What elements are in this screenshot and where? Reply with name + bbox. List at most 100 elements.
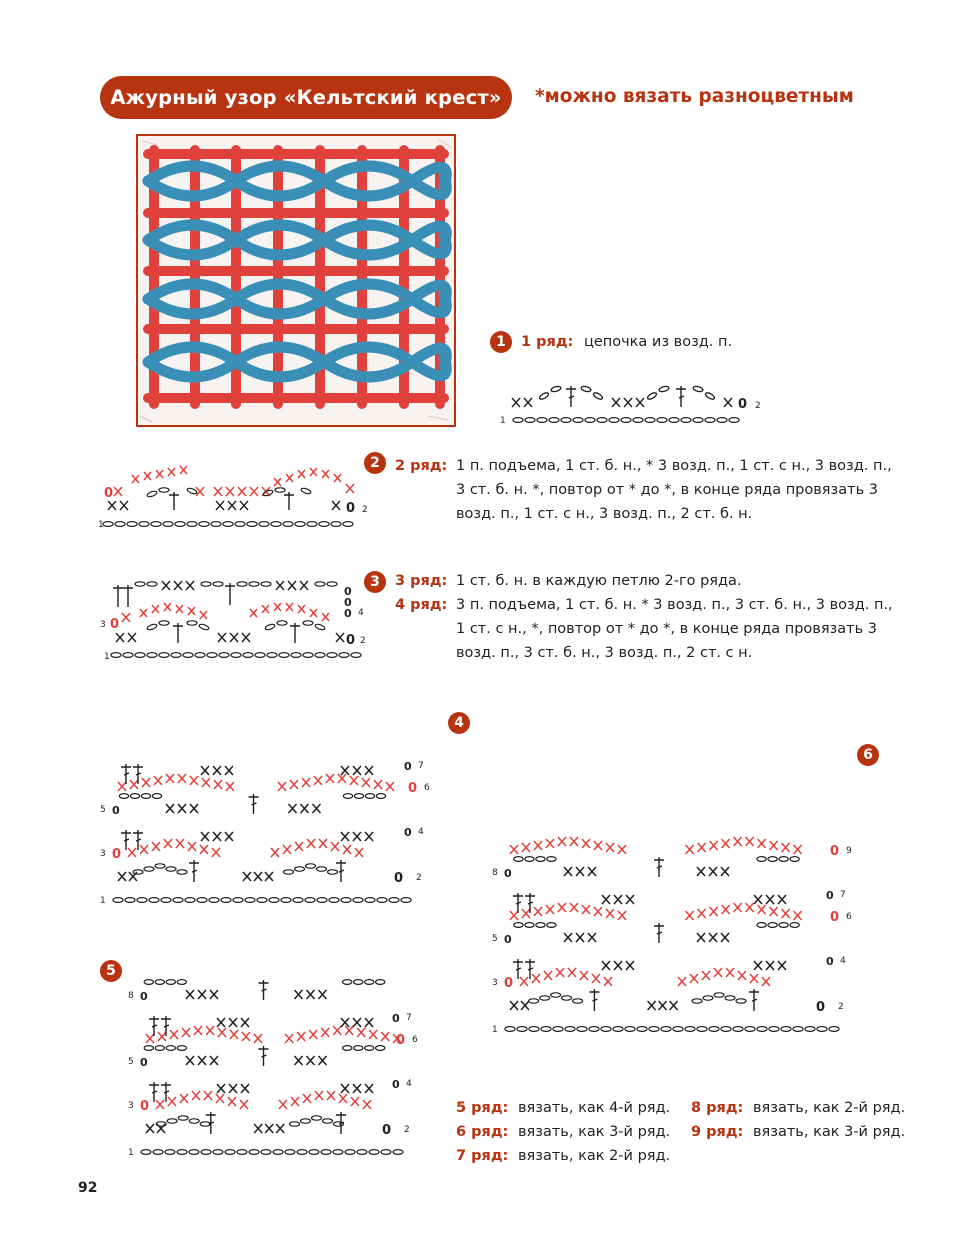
- diagram-5-badge: 5: [100, 960, 122, 982]
- row-num-3: 3: [100, 620, 106, 630]
- svg-text:5: 5: [492, 934, 498, 944]
- step-4-line: возд. п., 3 ст. б. н., 3 возд. п., 2 ст.…: [456, 645, 753, 661]
- svg-text:9: 9: [846, 846, 852, 856]
- svg-text:7: 7: [418, 761, 424, 771]
- svg-text:0: 0: [346, 501, 355, 516]
- row-num-2: 2: [755, 401, 761, 411]
- svg-text:0: 0: [392, 1078, 400, 1091]
- row-num-1: 1: [98, 520, 104, 530]
- svg-text:0: 0: [140, 1056, 148, 1069]
- svg-text:7: 7: [406, 1013, 412, 1023]
- svg-text:6: 6: [412, 1035, 418, 1045]
- diagram-4-badge: 4: [448, 712, 470, 734]
- step-2-label: 2 ряд:: [395, 458, 448, 474]
- row-num-1: 1: [104, 652, 110, 662]
- svg-text:0: 0: [830, 910, 839, 925]
- svg-text:3: 3: [128, 1101, 134, 1111]
- svg-text:0: 0: [140, 1099, 149, 1114]
- svg-text:7: 7: [840, 890, 846, 900]
- svg-text:4: 4: [840, 956, 846, 966]
- step-4-label: 4 ряд:: [395, 597, 448, 613]
- svg-text:8: 8: [492, 868, 498, 878]
- multicolor-note: *можно вязать разноцветным: [535, 86, 854, 107]
- svg-text:0: 0: [394, 871, 403, 886]
- svg-text:0: 0: [140, 990, 148, 1003]
- chain-row: [512, 416, 740, 423]
- svg-text:0: 0: [826, 889, 834, 902]
- step-4-text: 3 п. подъема, 1 ст. б. н. * 3 возд. п., …: [456, 593, 893, 665]
- notes-left: 5 ряд:вязать, как 4-й ряд. 6 ряд:вязать,…: [456, 1096, 670, 1168]
- step-2-line: возд. п., 1 ст. с н., 3 возд. п., 2 ст. …: [456, 506, 753, 522]
- diagram-rows-1-4: 0 0 0 4 3 0 0 2 1: [100, 580, 366, 662]
- svg-text:0: 0: [346, 633, 355, 648]
- step-3-text: 1 ст. б. н. в каждую петлю 2-го ряда.: [456, 573, 742, 589]
- svg-text:0: 0: [504, 933, 512, 946]
- svg-text:2: 2: [838, 1002, 844, 1012]
- step-2-line: 1 п. подъема, 1 ст. б. н., * 3 возд. п.,…: [456, 458, 892, 474]
- svg-text:0: 0: [738, 397, 747, 412]
- note-row-6: 6 ряд:вязать, как 3-й ряд.: [456, 1124, 671, 1140]
- note-row-8: 8 ряд:вязать, как 2-й ряд.: [691, 1100, 906, 1116]
- row-num-4: 4: [358, 608, 364, 618]
- svg-text:3: 3: [100, 849, 106, 859]
- step-1: 1 ряд: цепочка из возд. п.: [521, 330, 732, 354]
- step-2-line: 3 ст. б. н. *, повтор от * до *, в конце…: [456, 482, 878, 498]
- svg-text:0: 0: [382, 1123, 391, 1138]
- svg-text:0: 0: [404, 760, 412, 773]
- svg-text:0: 0: [830, 844, 839, 859]
- step-4-line: 1 ст. с н., *, повтор от * до *, в конце…: [456, 621, 877, 637]
- svg-text:0: 0: [344, 607, 352, 620]
- svg-text:0: 0: [504, 867, 512, 880]
- step-2-label-box: 2 ряд:: [395, 454, 447, 478]
- svg-text:1: 1: [128, 1148, 134, 1158]
- diagram-6-badge: 6: [857, 744, 879, 766]
- svg-text:0: 0: [112, 804, 120, 817]
- note-row-9: 9 ряд:вязать, как 3-й ряд.: [691, 1124, 906, 1140]
- note-row-5: 5 ряд:вязать, как 4-й ряд.: [456, 1100, 671, 1116]
- svg-text:1: 1: [492, 1025, 498, 1035]
- step-3-label: 3 ряд:: [395, 573, 448, 589]
- svg-text:0: 0: [396, 1033, 405, 1048]
- red-cross-row: [113, 465, 355, 497]
- note-row-7: 7 ряд:вязать, как 2-й ряд.: [456, 1148, 671, 1164]
- sample-photo-image: [138, 136, 454, 425]
- sample-photo: [136, 134, 456, 427]
- black-xxx: [107, 492, 341, 511]
- svg-text:6: 6: [424, 783, 430, 793]
- svg-text:0: 0: [344, 596, 352, 609]
- svg-text:3: 3: [492, 978, 498, 988]
- svg-text:0: 0: [344, 585, 352, 598]
- row-num-2: 2: [362, 505, 368, 515]
- svg-text:4: 4: [406, 1079, 412, 1089]
- page-number: 92: [78, 1180, 98, 1196]
- row-num-2: 2: [360, 636, 366, 646]
- step-2-text: 1 п. подъема, 1 ст. б. н., * 3 возд. п.,…: [456, 454, 892, 526]
- row-num-1: 1: [500, 416, 506, 426]
- svg-text:0: 0: [404, 826, 412, 839]
- step-1-text: цепочка из возд. п.: [583, 334, 733, 350]
- arc-mid: [146, 487, 312, 498]
- tall-stitch: [566, 386, 686, 407]
- step-1-label: 1 ряд:: [521, 334, 574, 350]
- svg-text:0: 0: [392, 1012, 400, 1025]
- notes-right: 8 ряд:вязать, как 2-й ряд. 9 ряд:вязать,…: [691, 1096, 905, 1144]
- svg-text:0: 0: [826, 955, 834, 968]
- svg-text:0: 0: [104, 486, 113, 501]
- diagram-rows-1-2: 0 2 1: [500, 385, 761, 426]
- svg-text:5: 5: [100, 805, 106, 815]
- step-3-badge: 3: [364, 571, 386, 593]
- arc-top: [538, 385, 716, 400]
- svg-text:0: 0: [112, 847, 121, 862]
- svg-text:0: 0: [504, 976, 513, 991]
- pattern-title: Ажурный узор «Кельтский крест»: [100, 76, 512, 119]
- svg-text:1: 1: [100, 896, 106, 906]
- step-4-line: 3 п. подъема, 1 ст. б. н. * 3 возд. п., …: [456, 597, 893, 613]
- step-4: 4 ряд:: [395, 593, 447, 617]
- svg-text:0: 0: [816, 1000, 825, 1015]
- step-1-badge: 1: [490, 331, 512, 353]
- xxx-marks: [511, 397, 733, 408]
- svg-text:0: 0: [110, 617, 119, 632]
